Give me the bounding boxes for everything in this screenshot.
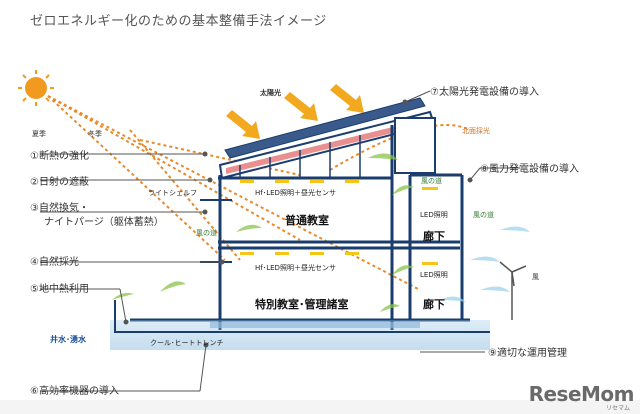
label-summer: 夏季 — [32, 130, 46, 138]
label-well-water: 井水･湧水 — [50, 335, 86, 344]
solar-panel — [224, 97, 426, 159]
room-classroom: 普通教室 — [285, 214, 329, 227]
sunlight-arrows — [226, 84, 364, 139]
measure-solar-power: ⑦太陽光発電設備の導入 — [430, 87, 539, 98]
cool-heat-trench — [210, 322, 420, 328]
resemom-logo-sub: リセマム — [605, 405, 630, 412]
label-wind: 風 — [532, 273, 539, 281]
label-winter: 冬季 — [88, 130, 102, 138]
label-wind-path-3: 風の道 — [196, 229, 217, 237]
measure-geothermal: ⑤地中熱利用 — [30, 284, 89, 295]
measure-insulation: ①断熱の強化 — [30, 151, 89, 162]
room-corridor-upper: 廊下 — [423, 230, 445, 243]
label-light-shelf: ライトシェルフ — [148, 189, 197, 197]
measure-night-purge: ナイトパージ（躯体蓄熱） — [44, 217, 164, 228]
measure-daylighting: ④自然採光 — [30, 257, 79, 268]
wind-wisps-green — [112, 153, 414, 312]
measure-solar-shading: ②日射の遮蔽 — [30, 177, 89, 188]
label-cool-heat-trench: クール･ヒートトレンチ — [150, 339, 224, 347]
measure-efficient-equipment: ⑥高効率機器の導入 — [30, 386, 119, 397]
measure-operation-management: ⑨適切な運用管理 — [488, 348, 567, 359]
measure-wind-power: ⑧風力発電設備の導入 — [480, 164, 579, 175]
label-led-upper: LED照明 — [420, 211, 448, 219]
label-wind-path-1: 風の道 — [421, 177, 442, 185]
label-led-sensor-upper: Hf･LED照明＋昼光センサ — [255, 189, 336, 197]
sun-icon — [18, 70, 54, 106]
resemom-logo: ReseMom — [528, 382, 635, 406]
right-leader-lines — [402, 90, 520, 353]
footer-strip — [0, 400, 640, 414]
north-light-ray — [329, 124, 471, 171]
label-led-lower: LED照明 — [420, 271, 448, 279]
room-special-admin: 特別教室･管理諸室 — [255, 298, 349, 311]
foundation-outline — [114, 300, 490, 333]
wind-turbine-icon — [499, 261, 527, 320]
label-sunlight: 太陽光 — [260, 89, 281, 97]
diagram-title: ゼロエネルギー化のための基本整備手法イメージ — [30, 14, 327, 29]
label-led-sensor-lower: Hf･LED照明＋昼光センサ — [255, 264, 336, 272]
label-wind-path-2: 風の道 — [473, 211, 494, 219]
sun-ray-lines — [47, 95, 421, 291]
north-skylight — [394, 117, 436, 174]
left-leader-lines — [40, 151, 225, 392]
label-north-light: 北面採光 — [462, 127, 490, 135]
measure-natural-ventilation: ③自然換気・ — [30, 203, 89, 214]
roof-trusses — [239, 135, 361, 178]
ceiling-lights — [240, 180, 438, 265]
wind-wisps-blue — [440, 226, 530, 302]
room-corridor-lower: 廊下 — [423, 298, 445, 311]
